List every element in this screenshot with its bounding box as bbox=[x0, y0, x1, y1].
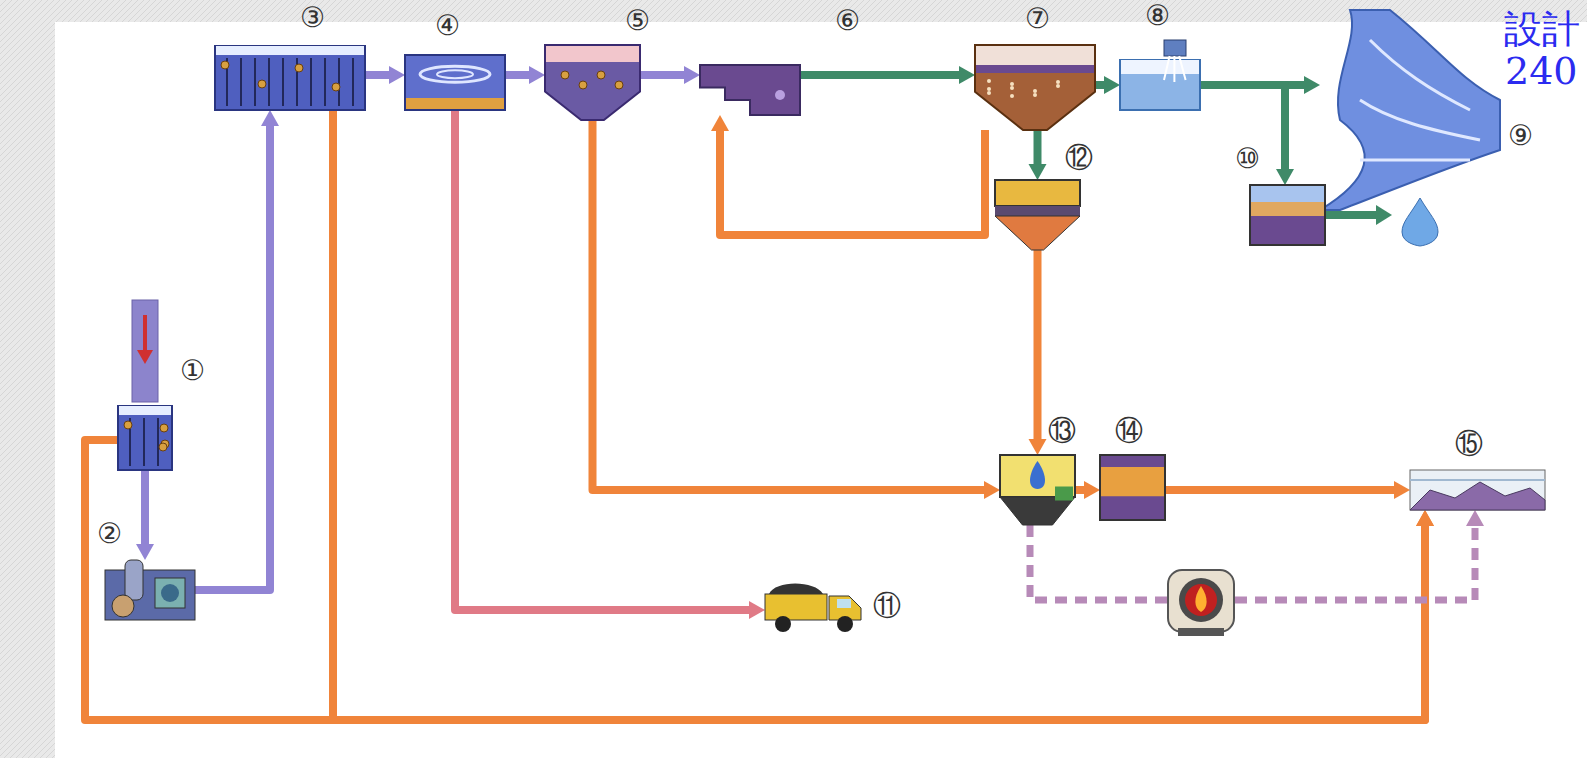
arrow-head bbox=[1029, 439, 1047, 455]
arrow-head bbox=[711, 115, 729, 131]
arrow-head bbox=[1104, 76, 1120, 94]
flow-pipe bbox=[195, 110, 279, 590]
pipe-line bbox=[365, 71, 393, 79]
arrow-head bbox=[1276, 169, 1294, 185]
unit-illustration bbox=[118, 400, 172, 470]
process-unit: ⑬ bbox=[1000, 455, 1075, 525]
unit-illustration bbox=[545, 45, 640, 120]
flow-pipe bbox=[711, 115, 985, 235]
unit-illustration bbox=[975, 45, 1095, 130]
flow-pipe bbox=[1165, 481, 1410, 499]
callout-number: ② bbox=[97, 518, 122, 550]
unit-illustration bbox=[1320, 10, 1500, 210]
flow-pipe bbox=[1030, 510, 1484, 600]
process-unit: ③ bbox=[215, 40, 365, 110]
arrow-head bbox=[136, 544, 154, 560]
callout-number: ③ bbox=[300, 2, 325, 34]
process-unit: ② bbox=[105, 560, 195, 620]
pipe-line bbox=[1165, 486, 1398, 494]
pipe-line bbox=[1034, 250, 1042, 443]
callout-number: ⑭ bbox=[1115, 415, 1143, 447]
callout-number: ⑮ bbox=[1455, 428, 1483, 460]
arrow-head bbox=[684, 66, 700, 84]
pipe-line bbox=[640, 71, 688, 79]
arrow-head bbox=[1416, 510, 1434, 526]
process-unit: ① bbox=[118, 400, 172, 470]
process-unit: ⑧ bbox=[1120, 40, 1200, 110]
process-unit: ⑭ bbox=[1100, 455, 1165, 520]
unit-illustration bbox=[1100, 455, 1165, 520]
arrow-head bbox=[959, 66, 975, 84]
unit-illustration bbox=[765, 580, 865, 635]
pipe-line bbox=[1030, 522, 1475, 600]
callout-number: ⑧ bbox=[1145, 0, 1170, 32]
arrow-head bbox=[1029, 164, 1047, 180]
process-unit: ⑪ bbox=[765, 580, 865, 635]
flow-pipe bbox=[333, 110, 1434, 720]
callout-number: ⑥ bbox=[835, 5, 860, 37]
callout-number: ⑬ bbox=[1048, 415, 1076, 447]
flow-pipe bbox=[1075, 481, 1100, 499]
pipe-line bbox=[455, 110, 753, 610]
flow-pipe bbox=[505, 66, 545, 84]
pipe-line bbox=[720, 127, 985, 235]
pipe-line bbox=[1034, 130, 1042, 168]
flow-pipe bbox=[640, 66, 700, 84]
arrow-head bbox=[984, 481, 1000, 499]
unit-illustration bbox=[1120, 40, 1200, 110]
unit-illustration bbox=[1410, 470, 1545, 510]
flow-pipe bbox=[1029, 250, 1047, 455]
process-unit: ⑫ bbox=[995, 180, 1080, 250]
arrow-head bbox=[1416, 510, 1434, 526]
unit-illustration bbox=[995, 180, 1080, 250]
flow-pipe bbox=[85, 440, 1434, 720]
unit-illustration bbox=[1250, 185, 1325, 245]
pipe-line bbox=[505, 71, 533, 79]
unit-illustration bbox=[215, 40, 365, 110]
pipe-line bbox=[195, 122, 270, 590]
process-unit: ⑥ bbox=[700, 65, 800, 115]
arrow-head bbox=[1084, 481, 1100, 499]
callout-number: ⑨ bbox=[1508, 120, 1533, 152]
process-unit: ⑩ bbox=[1250, 185, 1325, 245]
flow-pipe bbox=[1095, 76, 1120, 94]
unit-illustration bbox=[1000, 455, 1075, 525]
pipe-line bbox=[85, 440, 1425, 720]
process-unit: ⑦ bbox=[975, 45, 1095, 130]
arrow-head bbox=[749, 601, 765, 619]
process-unit: ⑤ bbox=[545, 45, 640, 120]
process-unit: ④ bbox=[405, 55, 505, 110]
flow-pipe bbox=[593, 120, 1001, 499]
unit-illustration bbox=[405, 55, 505, 110]
process-unit: ⑮ bbox=[1410, 470, 1545, 510]
process-unit: ⑨ bbox=[1320, 10, 1500, 210]
flow-pipe bbox=[1200, 85, 1294, 185]
callout-number: ⑪ bbox=[873, 590, 901, 622]
arrow-head bbox=[1394, 481, 1410, 499]
callout-number: ④ bbox=[435, 10, 460, 42]
callout-number: ⑩ bbox=[1235, 143, 1260, 175]
callout-number: ⑤ bbox=[625, 5, 650, 37]
pipe-line bbox=[333, 110, 1425, 720]
note-text: 設計 bbox=[1504, 8, 1580, 50]
flow-pipe bbox=[1029, 130, 1047, 180]
callout-number: ⑫ bbox=[1065, 142, 1093, 174]
pipe-line bbox=[593, 120, 989, 490]
flow-pipe bbox=[136, 470, 154, 560]
arrow-head bbox=[389, 66, 405, 84]
unit-illustration bbox=[700, 65, 800, 115]
pipe-line bbox=[800, 71, 963, 79]
arrow-head bbox=[1304, 76, 1320, 94]
flow-pipe bbox=[800, 66, 975, 84]
pipe-line bbox=[141, 470, 149, 548]
flow-pipe bbox=[365, 66, 405, 84]
arrow-head bbox=[261, 110, 279, 126]
note-text: 240 bbox=[1505, 50, 1578, 92]
callout-number: ① bbox=[180, 355, 205, 387]
callout-number: ⑦ bbox=[1025, 3, 1050, 35]
arrow-head bbox=[1466, 510, 1484, 526]
unit-illustration bbox=[105, 560, 195, 620]
arrow-head bbox=[529, 66, 545, 84]
